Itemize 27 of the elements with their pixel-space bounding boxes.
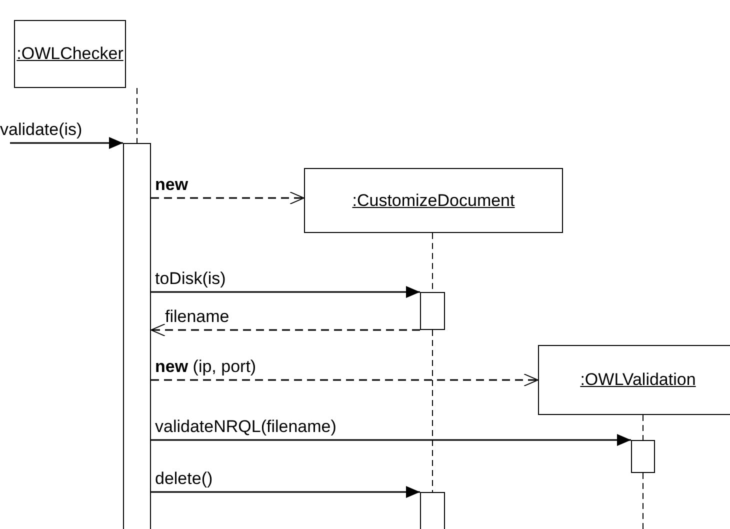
lifeline xyxy=(432,330,433,492)
object-name: :OWLValidation xyxy=(580,370,696,390)
dashed-arrow xyxy=(151,374,538,386)
message-label: new (ip, port) xyxy=(155,358,256,376)
object-name: :OWLChecker xyxy=(16,44,124,64)
dashed-arrow xyxy=(150,324,420,336)
lifeline xyxy=(642,472,644,529)
dashed-arrow xyxy=(151,192,304,204)
activation-bar xyxy=(123,143,151,529)
message-label: filename xyxy=(165,308,230,326)
arrow xyxy=(151,486,420,498)
object-box xyxy=(304,168,563,233)
arrow xyxy=(151,434,631,446)
message-label: validateNRQL(filename) xyxy=(155,418,336,436)
message-label: new xyxy=(155,176,188,194)
activation-bar xyxy=(420,292,445,330)
message-label: validate(is) xyxy=(0,121,82,139)
message-label: delete() xyxy=(155,470,213,488)
arrow xyxy=(10,137,123,149)
object-box xyxy=(538,345,730,415)
lifeline xyxy=(642,414,644,440)
object-box xyxy=(14,20,126,88)
message-label: toDisk(is) xyxy=(155,270,226,288)
activation-bar xyxy=(631,440,655,473)
lifeline xyxy=(136,88,138,144)
object-name: :CustomizeDocument xyxy=(352,190,515,210)
arrow xyxy=(151,286,420,298)
